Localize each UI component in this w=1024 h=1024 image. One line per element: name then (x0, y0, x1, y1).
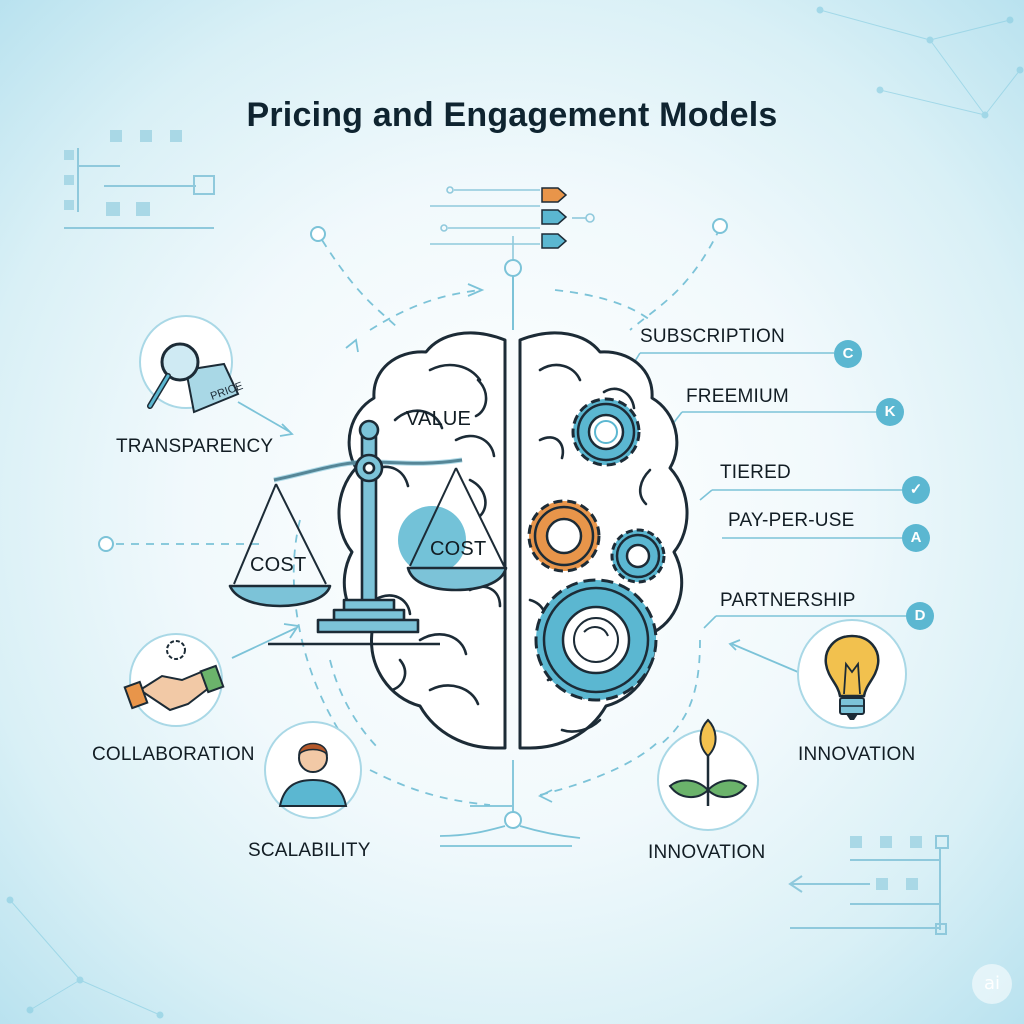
model-label-subscription: SUBSCRIPTION (640, 326, 785, 347)
value-label: VALUE (406, 408, 472, 430)
cost-label-left: COST (250, 554, 307, 576)
c-letter-icon: C (834, 340, 862, 368)
innovation-label-plant: INNOVATION (648, 842, 766, 863)
connector-decoration-top (430, 186, 595, 330)
flowchart-decoration-top-left (64, 130, 215, 229)
magnifier-price-tag-icon (139, 315, 240, 414)
page-title: Pricing and Engagement Models (246, 96, 778, 134)
handshake-icon (123, 633, 225, 727)
balance-scale-icon (228, 419, 508, 646)
checkmark-icon: ✓ (902, 476, 930, 504)
model-label-tiered: TIERED (720, 462, 791, 483)
network-decoration-top-right (816, 6, 1024, 119)
innovation-label-bulb: INNOVATION (798, 744, 916, 765)
flowchart-decoration-bottom-right (788, 835, 949, 935)
dashed-connectors (116, 227, 721, 806)
plant-sprout-icon (657, 718, 759, 831)
gear-icon-orange (527, 499, 601, 573)
k-letter-icon: K (876, 398, 904, 426)
model-label-pay-per-use: PAY-PER-USE (728, 510, 855, 531)
connector-nodes (98, 218, 728, 829)
arrow-connectors (231, 283, 799, 847)
tag-icon-blue-2 (541, 233, 568, 249)
person-icon (264, 721, 362, 819)
gear-icon-large (534, 578, 658, 702)
cost-label-right: COST (430, 538, 487, 560)
tag-icon-orange (541, 187, 568, 203)
ai-watermark: ai (972, 964, 1012, 1004)
collaboration-label: COLLABORATION (92, 744, 255, 765)
scalability-label: SCALABILITY (248, 840, 371, 861)
a-letter-icon: A (902, 524, 930, 552)
model-leader-lines (631, 352, 906, 629)
model-label-partnership: PARTNERSHIP (720, 590, 856, 611)
gear-icon-top (571, 397, 641, 467)
d-letter-icon: D (906, 602, 934, 630)
lightbulb-icon (797, 619, 907, 729)
network-decoration-bottom-left (6, 896, 164, 1019)
gear-icon-small (610, 528, 666, 584)
model-label-freemium: FREEMIUM (686, 386, 789, 407)
tag-icon-blue (541, 209, 568, 225)
transparency-label: TRANSPARENCY (116, 436, 274, 457)
